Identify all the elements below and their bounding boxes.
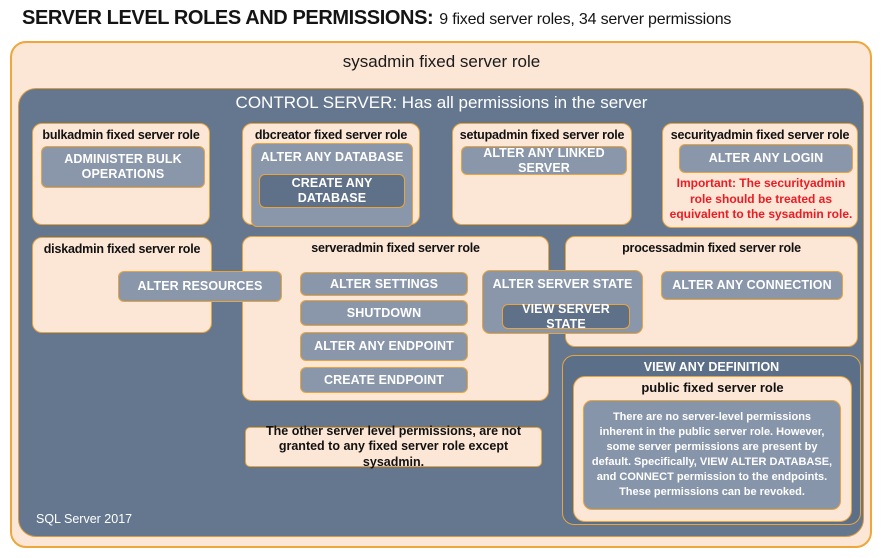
processadmin-role-title: processadmin fixed server role [622,241,801,255]
dbcreator-role-title: dbcreator fixed server role [254,128,408,142]
public-role-note: There are no server-level permissions in… [583,400,841,510]
permission-create-endpoint: CREATE ENDPOINT [300,367,468,393]
setupadmin-role-title: setupadmin fixed server role [459,128,625,142]
setupadmin-role-box: setupadmin fixed server role ALTER ANY L… [452,123,632,225]
securityadmin-role-box: securityadmin fixed server role ALTER AN… [662,123,858,228]
permission-view-any-definition: VIEW ANY DEFINITION [643,360,780,374]
other-permissions-note: The other server level permissions, are … [245,424,542,469]
diskadmin-role-title: diskadmin fixed server role [43,242,201,256]
page-title: SERVER LEVEL ROLES AND PERMISSIONS: 9 fix… [22,7,731,30]
securityadmin-role-title: securityadmin fixed server role [670,128,850,142]
page-title-main: SERVER LEVEL ROLES AND PERMISSIONS: [22,7,434,29]
permission-alter-any-endpoint: ALTER ANY ENDPOINT [300,332,468,361]
permission-alter-any-linked-server: ALTER ANY LINKED SERVER [461,146,627,175]
permission-alter-resources: ALTER RESOURCES [118,271,282,302]
permission-administer-bulk-operations: ADMINISTER BULK OPERATIONS [41,146,205,188]
permission-alter-any-login: ALTER ANY LOGIN [679,144,853,173]
permission-alter-settings: ALTER SETTINGS [300,272,468,296]
permission-shutdown: SHUTDOWN [300,300,468,326]
sysadmin-role-title: sysadmin fixed server role [342,52,541,71]
view-any-definition-box: VIEW ANY DEFINITION public fixed server … [562,355,861,525]
public-role-title: public fixed server role [641,380,784,395]
serveradmin-role-title: serveradmin fixed server role [311,241,480,255]
permission-alter-any-connection: ALTER ANY CONNECTION [661,271,843,300]
permission-view-server-state: VIEW SERVER STATE [502,302,630,331]
sql-server-version-label: SQL Server 2017 [36,512,133,526]
public-role-box: public fixed server role There are no se… [573,376,852,522]
control-server-heading: CONTROL SERVER: Has all permissions in t… [235,93,648,112]
dbcreator-role-box: dbcreator fixed server role ALTER ANY DA… [242,123,420,227]
bulkadmin-role-title: bulkadmin fixed server role [42,128,200,142]
permission-create-any-database: CREATE ANY DATABASE [259,174,405,208]
bulkadmin-role-box: bulkadmin fixed server role ADMINISTER B… [32,123,210,225]
page-title-subtext: 9 fixed server roles, 34 server permissi… [439,11,732,28]
securityadmin-warning-note: Important: The securityadmin role should… [669,176,853,222]
